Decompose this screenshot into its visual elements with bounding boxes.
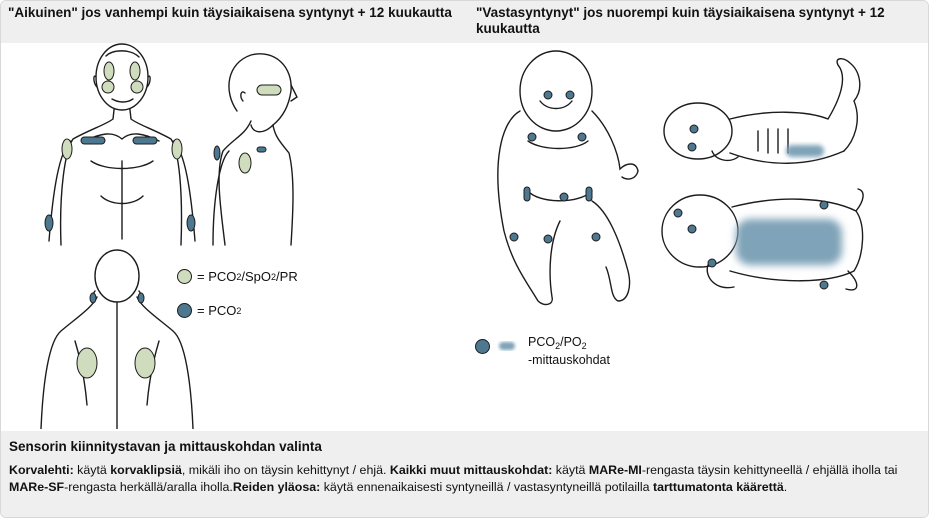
upper-arm-side-site xyxy=(239,153,251,173)
neonate-site-3 xyxy=(528,133,536,141)
side-arm-site xyxy=(214,146,220,160)
info-p2-t3: -rengasta herkällä/aralla iholla. xyxy=(64,480,233,494)
front-arm-site-2 xyxy=(172,139,182,159)
neonate-site-13 xyxy=(674,209,682,217)
clavicle-site-2 xyxy=(133,137,157,144)
neonate-area-icon xyxy=(496,339,518,353)
neonate-site-15 xyxy=(820,201,828,209)
neonate-site-9 xyxy=(544,235,552,243)
info-p3-label: Reiden yläosa: xyxy=(233,480,320,494)
legend-blue-sub: 2 xyxy=(236,306,241,316)
shoulder-blade-site-2 xyxy=(135,348,155,378)
neonate-site-6 xyxy=(524,187,530,201)
info-p2-t2: -rengasta täysin kehittyneellä / ehjällä… xyxy=(642,463,898,477)
legend-blue-prefix: = PCO xyxy=(197,303,236,318)
neonate-site-11 xyxy=(690,125,698,133)
neonate-site-4 xyxy=(578,133,586,141)
info-title: Sensorin kiinnitystavan ja mittauskohdan… xyxy=(9,439,322,454)
neonate-site-14 xyxy=(688,225,696,233)
neonate-site-8 xyxy=(510,233,518,241)
neonate-legend: PCO2/PO2 -mittauskohdat xyxy=(475,335,610,367)
neonate-site-12 xyxy=(688,143,696,151)
green-circle-icon xyxy=(177,269,192,284)
shoulder-blade-site-1 xyxy=(77,348,97,378)
info-p1-t1: käytä xyxy=(74,463,111,477)
info-p2-bold2: MARe-SF xyxy=(9,480,64,494)
neonate-legend-l2: -mittauskohdat xyxy=(528,353,610,367)
info-p2-bold1: MARe-MI xyxy=(589,463,642,477)
legend-green-mid: /SpO xyxy=(241,269,271,284)
forehead-site-1 xyxy=(104,62,114,80)
neonate-area-back xyxy=(736,219,842,265)
forearm-site-2 xyxy=(187,215,195,231)
neonate-dot-icon xyxy=(475,339,490,354)
neonate-site-10 xyxy=(592,233,600,241)
temple-site xyxy=(257,85,281,95)
info-p2-label: Kaikki muut mittauskohdat: xyxy=(390,463,552,477)
cheek-site-1 xyxy=(102,81,114,93)
neonate-site-1 xyxy=(544,91,552,99)
neonate-site-16 xyxy=(708,259,716,267)
neonate-site-17 xyxy=(820,281,828,289)
side-shoulder-site xyxy=(257,147,266,152)
adult-back-figure xyxy=(41,250,193,429)
info-text: Korvalehti: käytä korvaklipsiä, mikäli i… xyxy=(9,462,914,496)
neonate-site-5 xyxy=(560,193,568,201)
legend-green-prefix: = PCO xyxy=(197,269,236,284)
back-neck-site-1 xyxy=(90,293,96,303)
info-p3-bold: tarttumatonta käärettä xyxy=(653,480,784,494)
neonate-legend-text: PCO2/PO2 -mittauskohdat xyxy=(528,335,610,367)
neonate-legend-l1-mid: /PO xyxy=(560,335,582,349)
info-p1-bold: korvaklipsiä xyxy=(110,463,182,477)
back-neck-site-2 xyxy=(138,293,144,303)
neonate-legend-l1-sub2: 2 xyxy=(582,341,587,351)
forearm-site-1 xyxy=(45,215,53,231)
info-p2-t1: käytä xyxy=(552,463,589,477)
info-p3-t1: käytä ennenaikaisesti syntyneillä / vast… xyxy=(320,480,653,494)
info-p3-t2: . xyxy=(784,480,787,494)
blue-circle-icon xyxy=(177,303,192,318)
neonate-site-7 xyxy=(586,187,592,201)
neonate-front-figure xyxy=(498,51,638,304)
neonate-area-side xyxy=(786,145,824,157)
legend-green-suffix: /PR xyxy=(276,269,298,284)
adult-side-figure xyxy=(213,54,297,245)
neonate-legend-l1-prefix: PCO xyxy=(528,335,555,349)
clavicle-site-1 xyxy=(81,137,105,144)
forehead-site-2 xyxy=(130,62,140,80)
info-p1-t2: , mikäli iho on täysin kehittynyt / ehjä… xyxy=(182,463,390,477)
adult-panel: "Aikuinen" jos vanhempi kuin täysiaikais… xyxy=(1,1,468,429)
info-box: Sensorin kiinnitystavan ja mittauskohdan… xyxy=(1,431,929,518)
info-p1-label: Korvalehti: xyxy=(9,463,74,477)
neonate-site-2 xyxy=(566,91,574,99)
front-arm-site-1 xyxy=(62,139,72,159)
adult-illustrations xyxy=(1,1,468,429)
cheek-site-2 xyxy=(131,81,143,93)
